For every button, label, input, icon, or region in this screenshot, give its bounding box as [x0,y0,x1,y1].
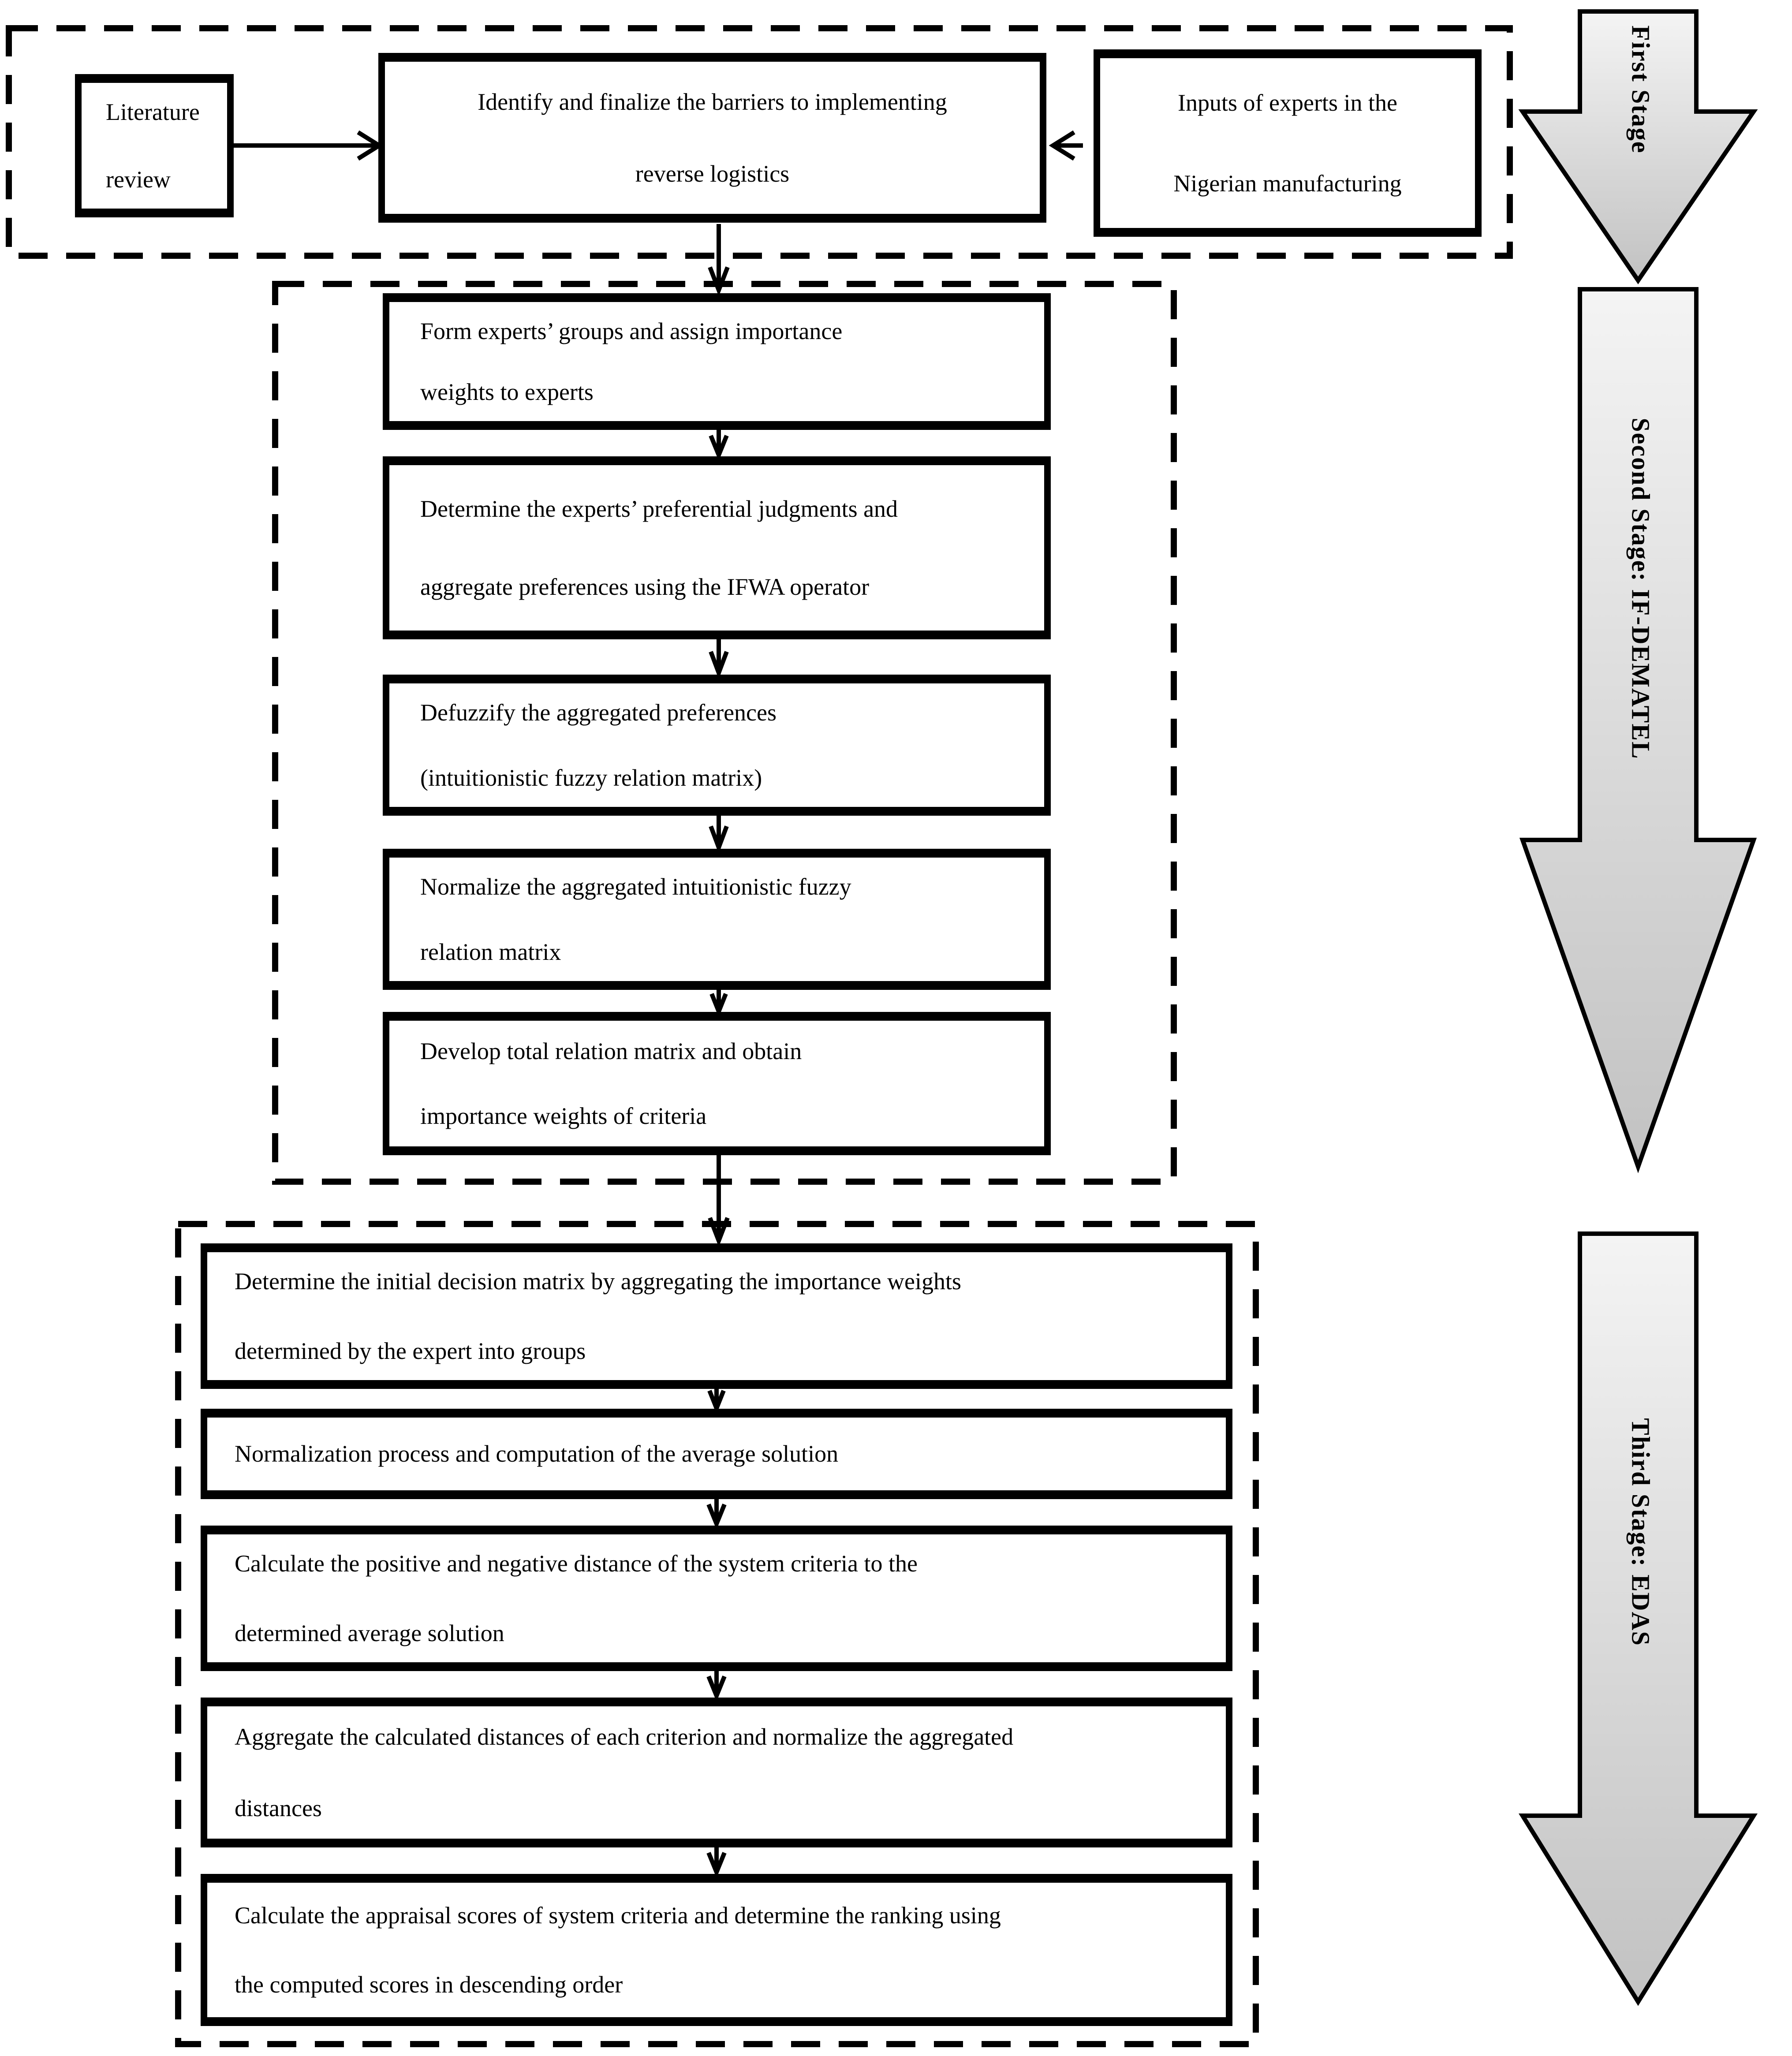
box-line: Identify and finalize the barriers to im… [478,89,947,116]
box-line: Determine the initial decision matrix by… [235,1268,962,1295]
box-line: determined average solution [235,1619,504,1646]
identify-barriers-box: Identify and finalize the barriers to im… [378,53,1046,223]
normalization-average-solution-box: Normalization process and computation of… [201,1409,1232,1499]
box-line: Determine the experts’ preferential judg… [420,495,898,522]
arrow-stage3-3-4 [706,1670,727,1702]
box-line: Calculate the appraisal scores of system… [235,1902,1001,1929]
first-stage-arrow: First Stage [1518,9,1758,284]
box-line: relation matrix [420,938,561,965]
literature-review-box: Literature review [75,74,234,217]
arrow-stage3-4-5 [706,1847,727,1878]
box-line: Aggregate the calculated distances of ea… [235,1723,1014,1750]
initial-decision-matrix-box: Determine the initial decision matrix by… [201,1243,1232,1389]
preferential-judgments-box: Determine the experts’ preferential judg… [383,456,1051,639]
second-stage-arrow: Second Stage: IF-DEMATEL [1519,287,1757,1173]
arrow-stage2-3-4 [709,815,729,854]
total-relation-matrix-box: Develop total relation matrix and obtain… [383,1012,1051,1155]
stage2-dashed-container [272,281,1177,1185]
box-line: Calculate the positive and negative dist… [235,1550,918,1577]
arrow-stage2-1-2 [709,429,729,461]
arrow-stage2-4-5 [709,989,728,1018]
box-line: Defuzzify the aggregated preferences [420,699,777,726]
positive-negative-distance-box: Calculate the positive and negative dist… [201,1526,1232,1671]
box-line: aggregate preferences using the IFWA ope… [420,574,870,600]
third-stage-arrow: Third Stage: EDAS [1519,1231,1758,2006]
appraisal-scores-box: Calculate the appraisal scores of system… [201,1874,1232,2026]
first-stage-label: First Stage [1627,26,1655,154]
box-line: reverse logistics [635,160,790,187]
box-line: review [106,166,171,193]
stage1-dashed-container [6,25,1513,259]
box-line: Normalization process and computation of… [235,1440,839,1467]
box-line: Develop total relation matrix and obtain [420,1037,802,1064]
box-line: distances [235,1795,322,1821]
arrow-stage3-2-3 [706,1498,727,1530]
box-line: Inputs of experts in the [1178,90,1397,116]
form-expert-groups-box: Form experts’ groups and assign importan… [383,293,1051,430]
box-line: Normalize the aggregated intuitionistic … [420,873,851,900]
box-line: determined by the expert into groups [235,1337,586,1364]
defuzzify-box: Defuzzify the aggregated preferences (in… [383,675,1051,816]
box-line: importance weights of criteria [420,1103,707,1129]
box-line: Literature [106,99,200,126]
box-line: Nigerian manufacturing [1173,170,1402,197]
arrow-stage2-to-stage3 [708,1154,730,1247]
third-stage-label: Third Stage: EDAS [1627,1418,1655,1646]
box-line: (intuitionistic fuzzy relation matrix) [420,764,762,791]
experts-inputs-box: Inputs of experts in the Nigerian manufa… [1094,49,1482,237]
box-line: the computed scores in descending order [235,1971,623,1998]
arrow-identify-to-stage2 [708,224,730,296]
second-stage-label: Second Stage: IF-DEMATEL [1627,418,1655,759]
aggregate-distances-box: Aggregate the calculated distances of ea… [201,1698,1232,1847]
arrow-stage3-1-2 [707,1388,726,1414]
box-line: Form experts’ groups and assign importan… [420,318,843,345]
arrow-stage2-2-3 [709,638,729,679]
arrow-experts-to-identify [1049,130,1083,161]
box-line: weights to experts [420,378,594,405]
arrow-literature-to-identify [234,130,384,161]
normalize-matrix-box: Normalize the aggregated intuitionistic … [383,849,1051,990]
